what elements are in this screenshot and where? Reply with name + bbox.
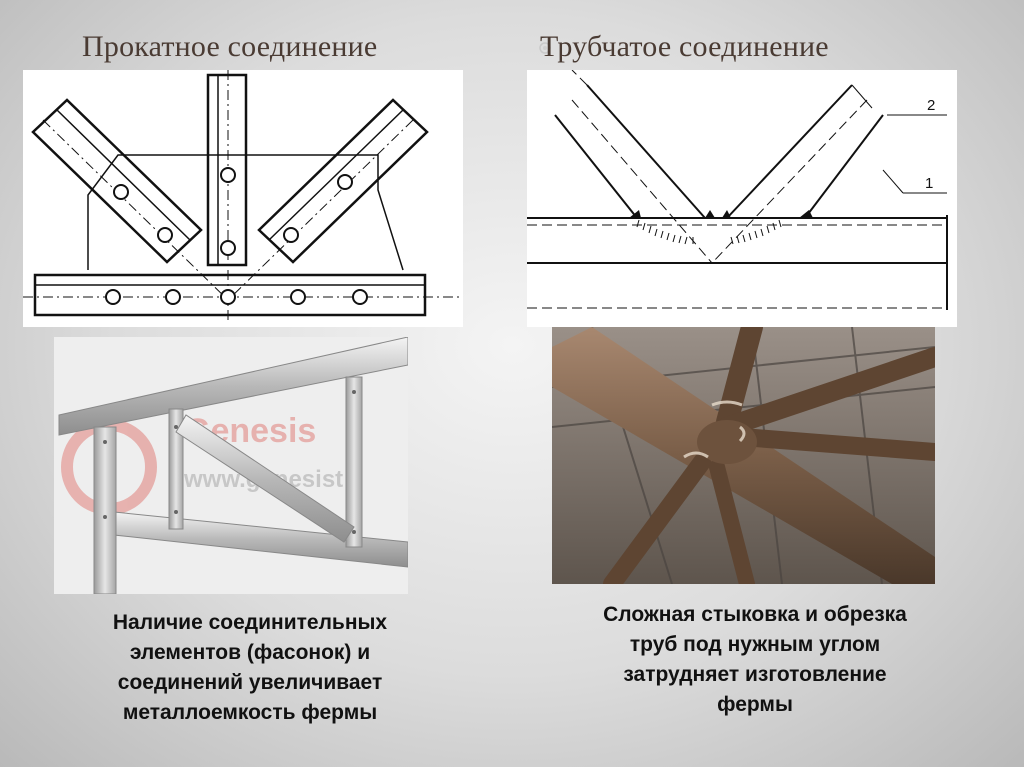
tubular-joint-drawing: 2 1 bbox=[527, 70, 957, 327]
right-caption: Сложная стыковка и обрезка труб под нужн… bbox=[520, 600, 990, 720]
tubular-node-photo bbox=[552, 327, 935, 584]
rolled-truss-photo: Genesis www.genesist bbox=[54, 337, 408, 594]
right-caption-line: Сложная стыковка и обрезка bbox=[603, 603, 907, 626]
rolled-joint-drawing bbox=[23, 70, 463, 327]
left-caption-line: соединений увеличивает bbox=[117, 671, 383, 694]
right-caption-line: труб под нужным углом bbox=[629, 633, 881, 656]
left-caption-line: Наличие соединительных bbox=[112, 611, 388, 634]
left-caption-line: элементов (фасонок) и bbox=[129, 641, 371, 664]
circle-bullet-icon bbox=[539, 42, 551, 54]
right-caption-line: фермы bbox=[717, 693, 793, 716]
drawing-label-1: 1 bbox=[925, 175, 933, 192]
right-heading: Трубчатое соединение bbox=[540, 30, 829, 63]
left-heading: Прокатное соединение bbox=[82, 30, 378, 63]
drawing-label-2: 2 bbox=[927, 97, 935, 114]
left-caption: Наличие соединительных элементов (фасоно… bbox=[30, 608, 470, 728]
right-caption-line: затрудняет изготовление bbox=[623, 663, 887, 686]
left-caption-line: металлоемкость фермы bbox=[122, 701, 378, 724]
